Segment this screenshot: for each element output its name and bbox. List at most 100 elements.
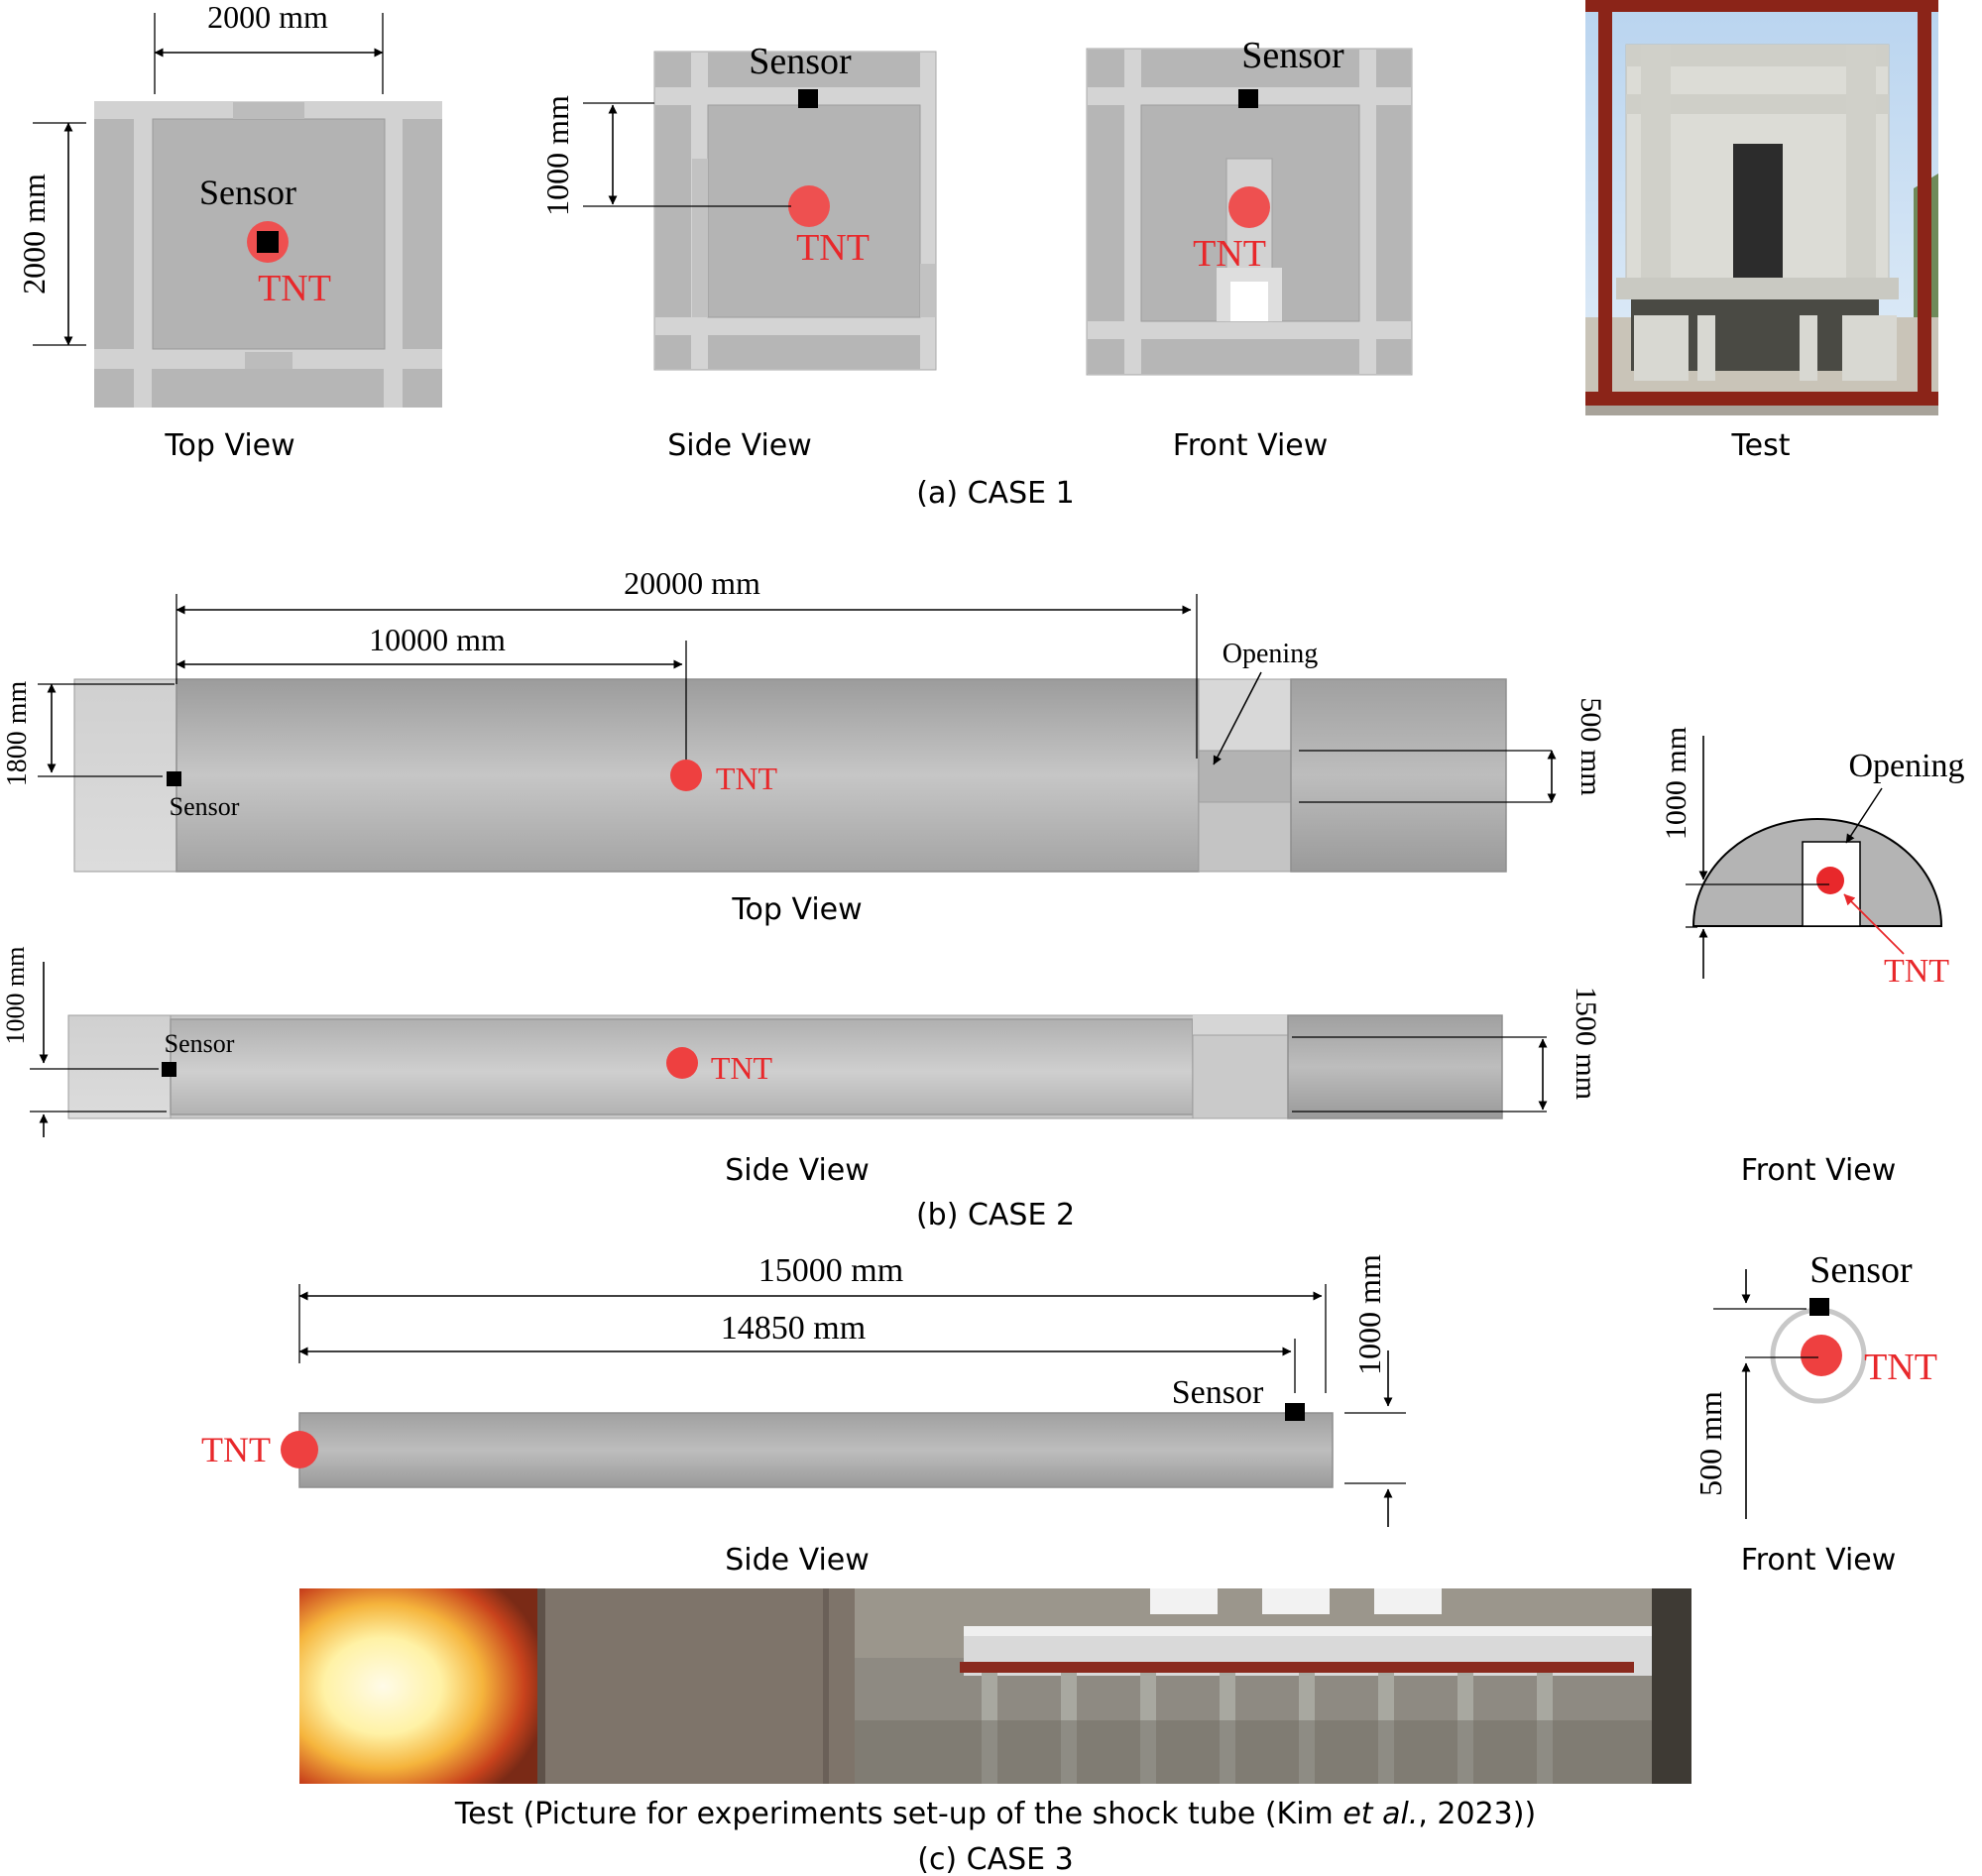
- case1-side-column: [655, 105, 691, 317]
- case1-photo-support: [1634, 315, 1689, 381]
- case1-front-beam: [1141, 50, 1359, 87]
- case1-top-beam: [233, 102, 304, 119]
- case2-side-view: 1000 mm Sensor TNT 1500 mm Side View: [1, 947, 1602, 1188]
- case1-top-beam: [245, 352, 292, 369]
- case3-photo-support-leg: [1299, 1673, 1315, 1784]
- case1-front-column: [1088, 105, 1124, 321]
- case1-front-panel: [1376, 339, 1411, 374]
- case3-photo-support-leg: [1061, 1673, 1077, 1784]
- case3-sensor-dim-label: 14850 mm: [721, 1310, 866, 1347]
- case2-top-view: 20000 mm 10000 mm 1800 mm Sensor TNT Ope…: [2, 565, 1607, 927]
- case3-photo-support-leg: [1140, 1673, 1156, 1784]
- case2-top-sensor-marker: [167, 771, 181, 786]
- case3-photo-tube-highlight: [964, 1626, 1658, 1636]
- case1-photo-opening: [1733, 144, 1783, 278]
- case3-photo-support-leg: [982, 1673, 997, 1784]
- case1-test-photo: Test: [1585, 0, 1938, 463]
- case1-top-column: [94, 119, 134, 349]
- case1-top-sensor-marker: [257, 231, 279, 253]
- case1-photo-foreground: [1585, 406, 1938, 415]
- case2-front-tnt-marker: [1816, 867, 1844, 894]
- case2-top-sensor-label: Sensor: [170, 792, 240, 821]
- case3-front-height-label: 500 mm: [1692, 1391, 1728, 1496]
- case2-top-opening-label: Opening: [1223, 639, 1318, 669]
- case1-test-caption: Test: [1730, 428, 1790, 463]
- case1-side-panel: [655, 53, 691, 87]
- case3-photo-support-leg: [1220, 1673, 1235, 1784]
- case2-side-view-caption: Side View: [725, 1153, 870, 1188]
- case2-front-opening-arrow: [1845, 787, 1883, 844]
- case1-side-view-caption: Side View: [667, 428, 812, 463]
- case1-side-wall-edge: [920, 264, 935, 317]
- case3-height-label: 1000 mm: [1351, 1254, 1387, 1375]
- case3-side-view-caption: Side View: [725, 1543, 870, 1578]
- case2-top-opening-dim-label: 500 mm: [1574, 697, 1607, 795]
- case2-top-half-label: 10000 mm: [369, 622, 506, 657]
- case2-top-tnt-marker: [670, 760, 702, 791]
- case2-side-height-label: 1000 mm: [1, 947, 30, 1045]
- case2-top-view-caption: Top View: [731, 892, 862, 927]
- case1-top-column: [94, 369, 134, 408]
- case1-front-door: [1230, 282, 1268, 321]
- case3-side-tnt-label: TNT: [201, 1430, 271, 1469]
- case2-caption: (b) CASE 2: [916, 1198, 1075, 1232]
- case2-side-junction: [1192, 1034, 1289, 1119]
- case1-front-panel: [1376, 50, 1411, 87]
- case1-side-tnt-marker: [788, 185, 830, 227]
- case1-photo-support: [1697, 315, 1715, 381]
- case3-caption: (c) CASE 3: [917, 1842, 1074, 1876]
- case2-top-entrance: [73, 678, 177, 873]
- case3-front-tnt-marker: [1801, 1335, 1842, 1376]
- case2-top-tnt-label: TNT: [716, 761, 778, 796]
- case1-front-tnt-marker: [1228, 186, 1270, 228]
- case1-front-view-caption: Front View: [1173, 428, 1329, 463]
- case2-top-width-label: 1800 mm: [2, 681, 33, 787]
- case1-top-sensor-label: Sensor: [199, 173, 296, 212]
- case1-top-height-label: 2000 mm: [16, 174, 52, 294]
- case3-photo-fireball: [299, 1588, 537, 1784]
- case3-test-photo: Test (Picture for experiments set-up of …: [299, 1588, 1691, 1831]
- case2-front-view-caption: Front View: [1741, 1153, 1897, 1188]
- case3-photo-light: [1150, 1588, 1218, 1614]
- case1-photo-frame-right: [1918, 0, 1931, 415]
- case3-side-sensor-marker: [1285, 1403, 1305, 1421]
- case2-top-opening-arrow: [1213, 671, 1262, 765]
- case2-front-height-label: 1000 mm: [1660, 727, 1692, 840]
- case1-photo-column: [1846, 45, 1876, 288]
- case1-side-wall-edge: [692, 159, 708, 317]
- case1-photo-frame-top: [1585, 0, 1938, 12]
- case1-top-view-caption: Top View: [164, 428, 294, 463]
- case1-side-beam: [708, 53, 920, 87]
- case1-photo-support: [1800, 315, 1817, 381]
- case2-front-tnt-label: TNT: [1884, 953, 1949, 990]
- case1-top-view: 2000 mm 2000 mm Sensor TNT Top View: [16, 0, 442, 463]
- case1-photo-frame-bottom: [1585, 392, 1938, 406]
- case3-front-sensor-label: Sensor: [1809, 1249, 1913, 1291]
- case2-front-tnt-arrow: [1843, 893, 1905, 955]
- case1-caption: (a) CASE 1: [916, 476, 1074, 511]
- case3-front-view-caption: Front View: [1741, 1543, 1897, 1578]
- case2-front-opening-label: Opening: [1848, 748, 1964, 784]
- case1-side-view: Sensor TNT 1000 mm Side View: [539, 41, 937, 463]
- case3-side-view: 15000 mm 14850 mm TNT Sensor 1000 mm Sid…: [201, 1252, 1406, 1578]
- case1-front-column: [1376, 105, 1411, 321]
- case3-photo-post: [537, 1588, 545, 1784]
- case3-tube: [298, 1412, 1334, 1488]
- case1-front-panel: [1088, 339, 1124, 374]
- case1-side-sensor-marker: [798, 89, 818, 108]
- case2-side-tnt-marker: [666, 1047, 698, 1079]
- case3-total-label: 15000 mm: [758, 1252, 903, 1289]
- case2-side-tnt-label: TNT: [711, 1050, 773, 1086]
- case2-top-junction-lower: [1198, 801, 1292, 873]
- case2-side-sensor-marker: [162, 1062, 176, 1077]
- case2-side-opening-dim-label: 1500 mm: [1570, 987, 1602, 1100]
- case2-side-entrance: [67, 1014, 172, 1119]
- case1-top-tnt-label: TNT: [258, 268, 331, 309]
- case1-front-tnt-label: TNT: [1193, 233, 1266, 275]
- case1-side-sensor-label: Sensor: [749, 41, 852, 82]
- case1-front-beam: [1141, 339, 1359, 374]
- case2-side-end-tube: [1287, 1014, 1503, 1119]
- case1-photo-top-beam: [1626, 45, 1889, 66]
- case1-front-sensor-label: Sensor: [1241, 35, 1344, 76]
- case3-photo-edge: [1652, 1588, 1691, 1784]
